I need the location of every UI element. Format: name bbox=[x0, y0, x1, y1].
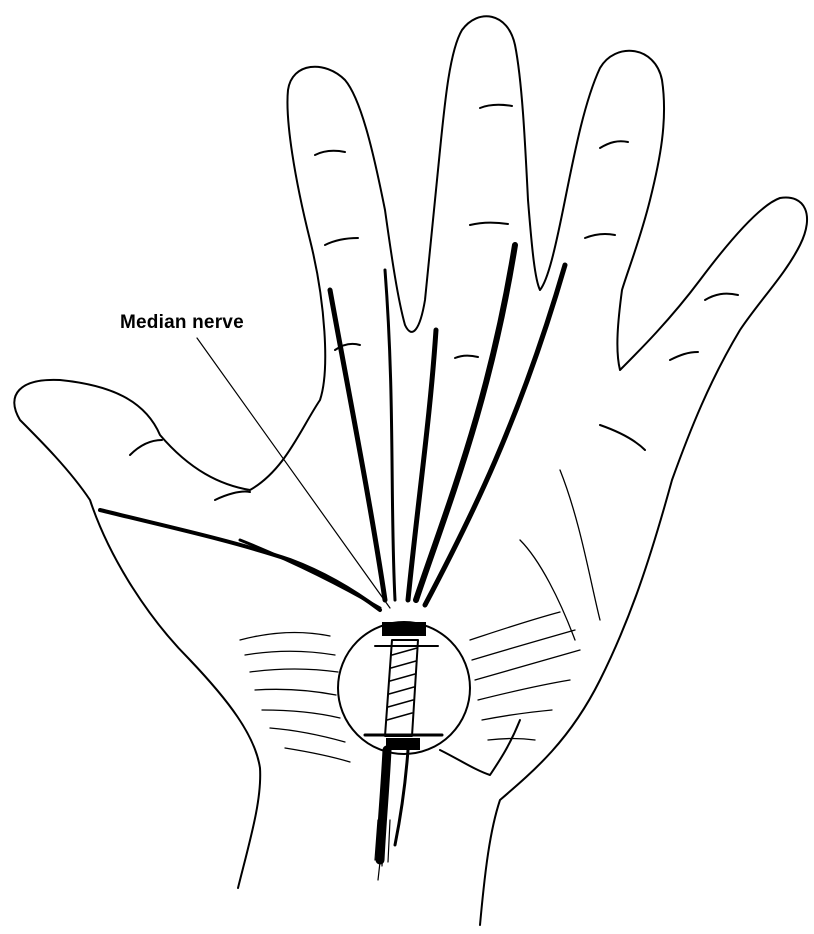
label-pointer-line bbox=[197, 338, 390, 608]
finger-crease bbox=[705, 294, 738, 300]
nerve-branch bbox=[240, 540, 380, 608]
thumb-crease bbox=[130, 440, 162, 455]
finger-crease bbox=[670, 352, 698, 360]
thumb-crease bbox=[215, 492, 250, 500]
finger-crease bbox=[585, 234, 615, 238]
nerve-branch bbox=[425, 265, 565, 605]
finger-crease bbox=[470, 223, 508, 225]
thenar-muscle-lines bbox=[240, 633, 350, 762]
finger-crease bbox=[600, 141, 628, 148]
nerve-branch bbox=[330, 290, 385, 600]
nerve-branch bbox=[385, 270, 395, 600]
hypothenar-muscle-lines bbox=[470, 470, 600, 740]
finger-crease bbox=[325, 238, 358, 245]
ligament-top bbox=[382, 622, 426, 636]
finger-crease bbox=[480, 105, 512, 108]
thenar-crease bbox=[100, 510, 380, 610]
finger-crease bbox=[455, 356, 478, 358]
palm-crease bbox=[600, 425, 645, 450]
median-nerve-label: Median nerve bbox=[120, 312, 244, 334]
nerve-forearm-edge bbox=[395, 750, 408, 845]
wrist-edge bbox=[440, 720, 520, 775]
nerve-branch bbox=[416, 245, 515, 600]
finger-crease bbox=[315, 151, 345, 155]
hand-outline bbox=[14, 16, 807, 925]
